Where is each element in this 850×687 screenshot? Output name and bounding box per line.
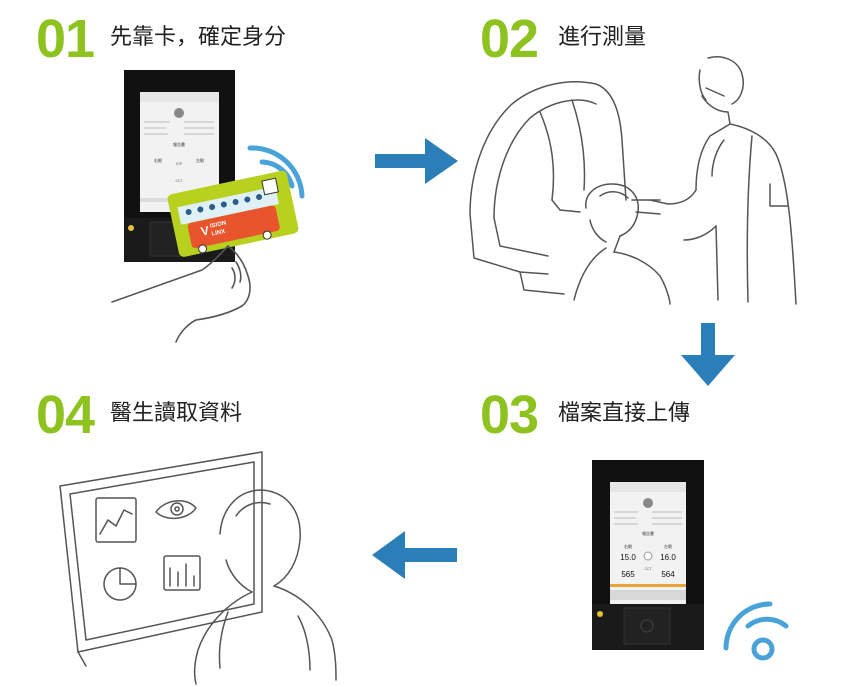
- result-right-eye-label: 右眼: [624, 543, 632, 549]
- hand-outline: [111, 245, 251, 343]
- step-4-number: 04: [36, 385, 95, 445]
- arrow-right-icon: [375, 138, 458, 184]
- svg-text:V: V: [200, 223, 211, 238]
- screen-left-eye-label: 左眼: [196, 157, 204, 163]
- arrow-down-icon: [681, 323, 735, 386]
- card-brand-bottom: LINX: [211, 229, 226, 238]
- step-2-title: 進行測量: [558, 25, 647, 50]
- screen-right-eye-label: 右眼: [154, 157, 162, 163]
- step-4-title: 醫生讀取資料: [110, 401, 243, 426]
- result-cct-label: CCT: [644, 567, 652, 571]
- signal-waves-icon: [247, 145, 305, 199]
- cct-right-value: 565: [621, 570, 635, 579]
- doctor-at-monitor: [59, 451, 337, 685]
- iop-left-value: 16.0: [660, 553, 676, 562]
- card-brand-top: ISION: [210, 220, 227, 229]
- iop-right-value: 15.0: [620, 553, 636, 562]
- screen-cct-label: CCT: [175, 179, 183, 183]
- screen-header: 報告書: [173, 141, 185, 147]
- cct-left-value: 564: [661, 570, 675, 579]
- step-2-number: 02: [480, 9, 539, 69]
- arrow-left-icon: [372, 531, 457, 579]
- transit-card: V ISION LINX: [167, 170, 299, 257]
- step-3-title: 檔案直接上傳: [558, 401, 691, 426]
- screen-iop-label: IOP: [176, 162, 182, 166]
- upload-signal-icon: [723, 601, 789, 661]
- measurement-scene: [469, 56, 797, 305]
- step-3-number: 03: [480, 385, 539, 445]
- step-1-number: 01: [36, 9, 95, 69]
- result-header: 報告書: [642, 530, 654, 536]
- kiosk-device-step3: 報告書 右眼 左眼 15.0 16.0 CCT 565 564: [592, 460, 704, 650]
- result-left-eye-label: 左眼: [664, 543, 672, 549]
- step-1-title: 先靠卡，確定身分: [110, 25, 287, 50]
